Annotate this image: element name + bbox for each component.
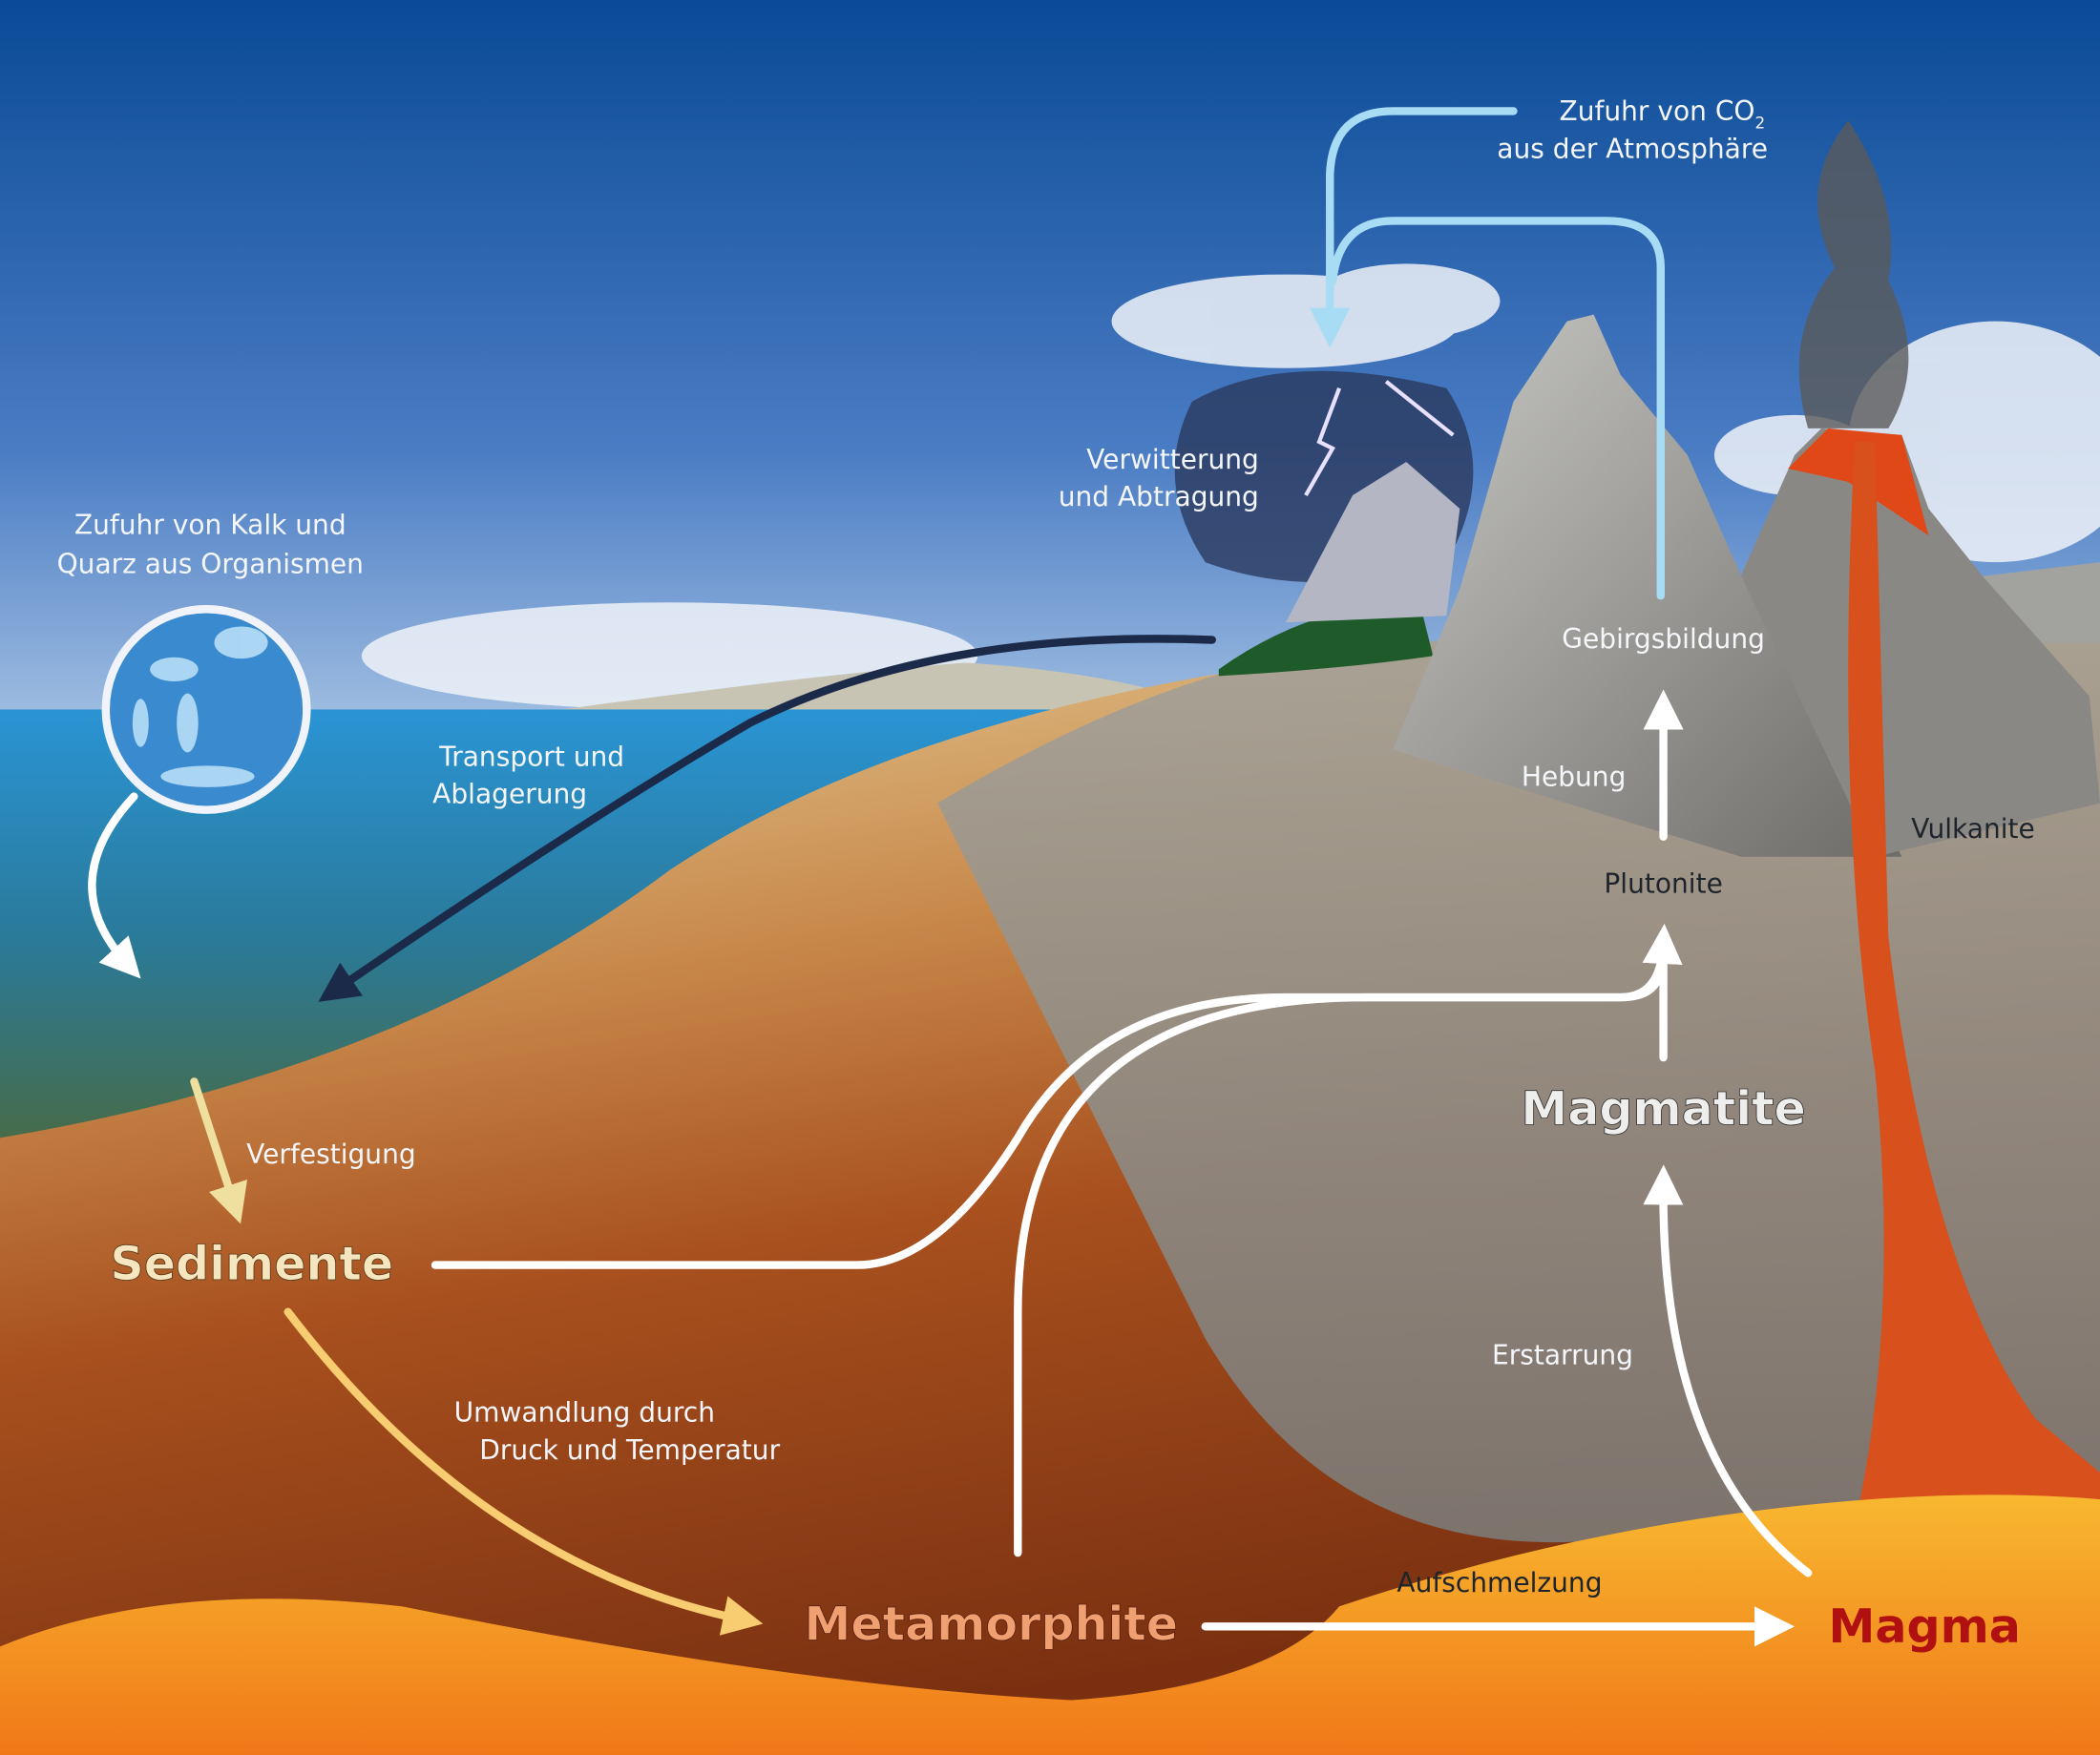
volcanites-label: Vulkanite <box>1911 813 2035 845</box>
weathering-label-2: und Abtragung <box>1059 481 1259 512</box>
magma-chamber <box>0 1494 2100 1755</box>
metamorphites-to-plutonites-arrow <box>1014 923 1683 1557</box>
sediments-label: Sedimente <box>110 1236 393 1291</box>
melting-label: Aufschmelzung <box>1396 1567 1602 1598</box>
uplift-label: Hebung <box>1522 761 1627 792</box>
metamorphism-label-2: Druck und Temperatur <box>479 1434 780 1466</box>
organisms-arrow <box>88 792 141 979</box>
distant-coast <box>562 662 1152 717</box>
plutonites-label: Plutonite <box>1604 868 1722 900</box>
forest <box>1218 602 1434 677</box>
smoke <box>1798 120 1909 428</box>
metamorphism-arrow <box>284 1307 764 1636</box>
transport-label: Transport und <box>438 741 624 772</box>
co2-label: Zufuhr von CO2 <box>1560 95 1766 132</box>
co2-label-2: aus der Atmosphäre <box>1497 134 1768 165</box>
metamorphites-label: Metamorphite <box>804 1596 1178 1651</box>
volcanic-conduit <box>1848 441 2100 1554</box>
co2-arrow <box>1330 107 1666 600</box>
consolidation-label: Verfestigung <box>246 1139 416 1170</box>
consolidation-arrow <box>190 1077 248 1224</box>
solidification-label: Erstarrung <box>1492 1339 1633 1370</box>
organisms-magnified-circle <box>101 605 311 814</box>
small-mountain <box>1285 461 1460 623</box>
mountain <box>1393 314 1902 857</box>
organisms-label-2: Quarz aus Organismen <box>57 548 364 579</box>
lightning <box>1304 380 1455 497</box>
weathering-label: Verwitterung <box>1086 444 1259 475</box>
metamorphism-label: Umwandlung durch <box>454 1397 715 1429</box>
plankton-shapes <box>132 626 268 787</box>
mountain-building-label: Gebirgsbildung <box>1562 623 1765 655</box>
transport-arrow <box>318 635 1216 1002</box>
volcano <box>1740 428 2100 857</box>
magmatites-label: Magmatite <box>1521 1080 1806 1136</box>
organisms-label: Zufuhr von Kalk und <box>74 510 346 541</box>
magma-label: Magma <box>1828 1598 2020 1654</box>
transport-label-2: Ablagerung <box>432 779 587 810</box>
solidification-arrow <box>1643 1164 1813 1577</box>
